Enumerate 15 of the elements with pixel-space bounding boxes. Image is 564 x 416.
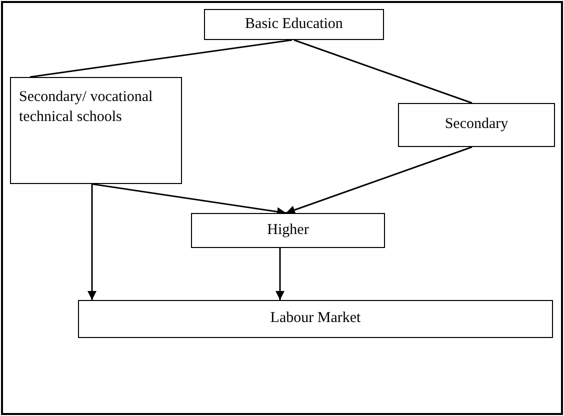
- box-label: Secondary: [444, 115, 508, 134]
- connector-line: [30, 39, 292, 78]
- connector-line: [294, 39, 472, 104]
- box-label: Labour Market: [270, 309, 361, 328]
- process-box: [204, 9, 384, 40]
- box-label: Basic Education: [245, 14, 343, 34]
- arrow: [286, 146, 472, 214]
- process-box: [10, 77, 182, 184]
- box-label: Higher: [267, 220, 309, 240]
- process-box: [191, 213, 385, 248]
- arrow: [88, 184, 96, 300]
- arrow: [276, 248, 284, 300]
- process-box: [398, 103, 555, 147]
- box-label: Secondary/ vocational technical schools: [19, 88, 154, 126]
- process-box: [78, 300, 553, 338]
